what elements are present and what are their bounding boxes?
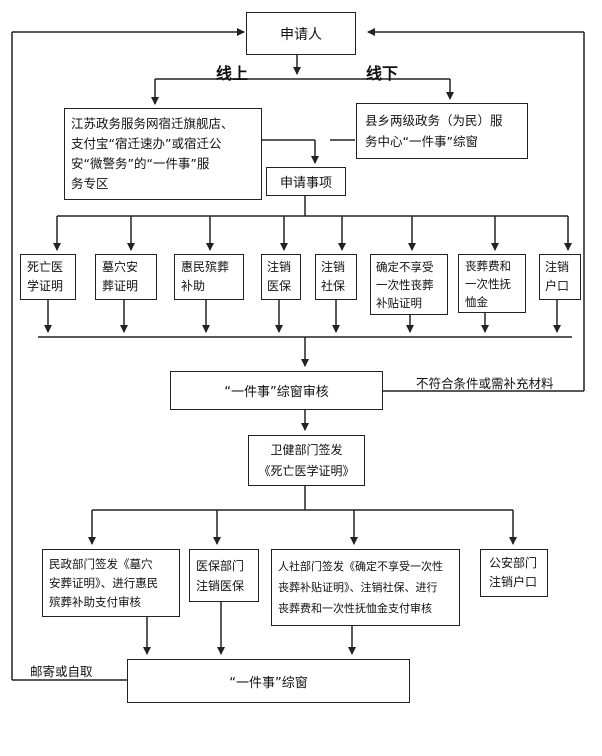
item-line: 补贴证明: [376, 295, 422, 310]
public-security-line: 公安部门: [489, 556, 538, 570]
civil-affairs-line: 民政部门签发《墓穴: [49, 556, 153, 571]
offline-channel-line: 县乡两级政务（为民）服: [365, 113, 503, 128]
item-line: 葬证明: [102, 279, 139, 293]
hr-social-line: 丧葬费和一次性抚恤金支付审核: [278, 602, 432, 615]
item-line: 墓穴安: [102, 260, 139, 274]
online-branch-label: 线上: [216, 64, 249, 83]
online-channels-line: 江苏政务服务网宿迁旗舰店、: [71, 116, 234, 131]
public-security-line: 注销户口: [489, 575, 538, 589]
hr-social-line: 人社部门签发《确定不享受一次性: [278, 560, 443, 573]
civil-affairs-line: 安葬证明》、进行惠民: [49, 575, 159, 590]
item-cancel-medical-insurance: 注销医保: [261, 254, 301, 300]
health-dept-line: 《死亡医学证明》: [258, 463, 355, 478]
item-line: 一次性丧葬: [376, 277, 434, 292]
online-channels-line: 支付宝“宿迁速办”或宿迁公: [71, 136, 222, 151]
medical-insurance-node: 医保部门 注销医保: [189, 549, 259, 602]
online-channels-node: 江苏政务服务网宿迁旗舰店、 支付宝“宿迁速办”或宿迁公 安“微警务”的“一件事”…: [64, 108, 262, 200]
civil-affairs-line: 殡葬补助支付审核: [49, 594, 141, 609]
health-dept-node: 卫健部门签发 《死亡医学证明》: [248, 435, 365, 486]
item-cancel-social-insurance: 注销社保: [315, 254, 357, 300]
items-title-node: 申请事项: [266, 167, 346, 196]
item-line: 死亡医: [27, 260, 64, 274]
review-label: “一件事”综窗审核: [224, 385, 329, 400]
final-window-node: “一件事”综窗: [127, 659, 410, 703]
item-line: 注销: [321, 260, 346, 274]
reject-note: 不符合条件或需补充材料: [416, 376, 554, 391]
item-line: 注销: [545, 260, 570, 274]
item-line: 注销: [267, 260, 292, 274]
delivery-note: 邮寄或自取: [30, 664, 93, 679]
public-security-node: 公安部门 注销户口: [480, 549, 548, 597]
item-line: 学证明: [27, 279, 64, 293]
offline-channel-line: 务中心“一件事”综窗: [365, 134, 478, 149]
item-line: 惠民殡葬: [181, 260, 230, 274]
review-node: “一件事”综窗审核: [170, 371, 383, 410]
offline-branch-label: 线下: [366, 64, 399, 83]
health-dept-line: 卫健部门签发: [270, 442, 343, 457]
civil-affairs-node: 民政部门签发《墓穴 安葬证明》、进行惠民 殡葬补助支付审核: [42, 549, 180, 617]
hr-social-node: 人社部门签发《确定不享受一次性 丧葬补贴证明》、注销社保、进行 丧葬费和一次性抚…: [271, 549, 460, 626]
item-line: 医保: [267, 279, 292, 293]
item-burial-certificate: 墓穴安葬证明: [95, 254, 157, 300]
item-funeral-pension: 丧葬费和一次性抚恤金: [458, 254, 526, 313]
applicant-node: 申请人: [246, 12, 356, 55]
item-line: 户口: [545, 279, 570, 293]
item-cancel-household: 注销户口: [539, 254, 581, 300]
medical-insurance-line: 注销医保: [196, 578, 245, 593]
final-window-label: “一件事”综窗: [229, 675, 308, 691]
online-channels-line: 务专区: [71, 176, 109, 191]
item-line: 恤金: [465, 294, 488, 309]
item-line: 社保: [321, 279, 346, 293]
item-line: 一次性抚: [465, 276, 511, 291]
hr-social-line: 丧葬补贴证明》、注销社保、进行: [278, 581, 438, 594]
items-title-label: 申请事项: [279, 176, 332, 191]
item-no-subsidy-certificate: 确定不享受一次性丧葬补贴证明: [370, 254, 448, 315]
item-line: 丧葬费和: [465, 258, 511, 273]
item-death-certificate: 死亡医学证明: [20, 254, 76, 300]
applicant-label: 申请人: [280, 26, 322, 43]
item-line: 补助: [181, 279, 206, 293]
item-line: 确定不享受: [376, 259, 434, 274]
offline-channel-node: 县乡两级政务（为民）服 务中心“一件事”综窗: [356, 103, 528, 159]
item-funeral-subsidy: 惠民殡葬补助: [174, 254, 244, 300]
medical-insurance-line: 医保部门: [196, 558, 245, 573]
online-channels-line: 安“微警务”的“一件事”服: [71, 156, 210, 171]
